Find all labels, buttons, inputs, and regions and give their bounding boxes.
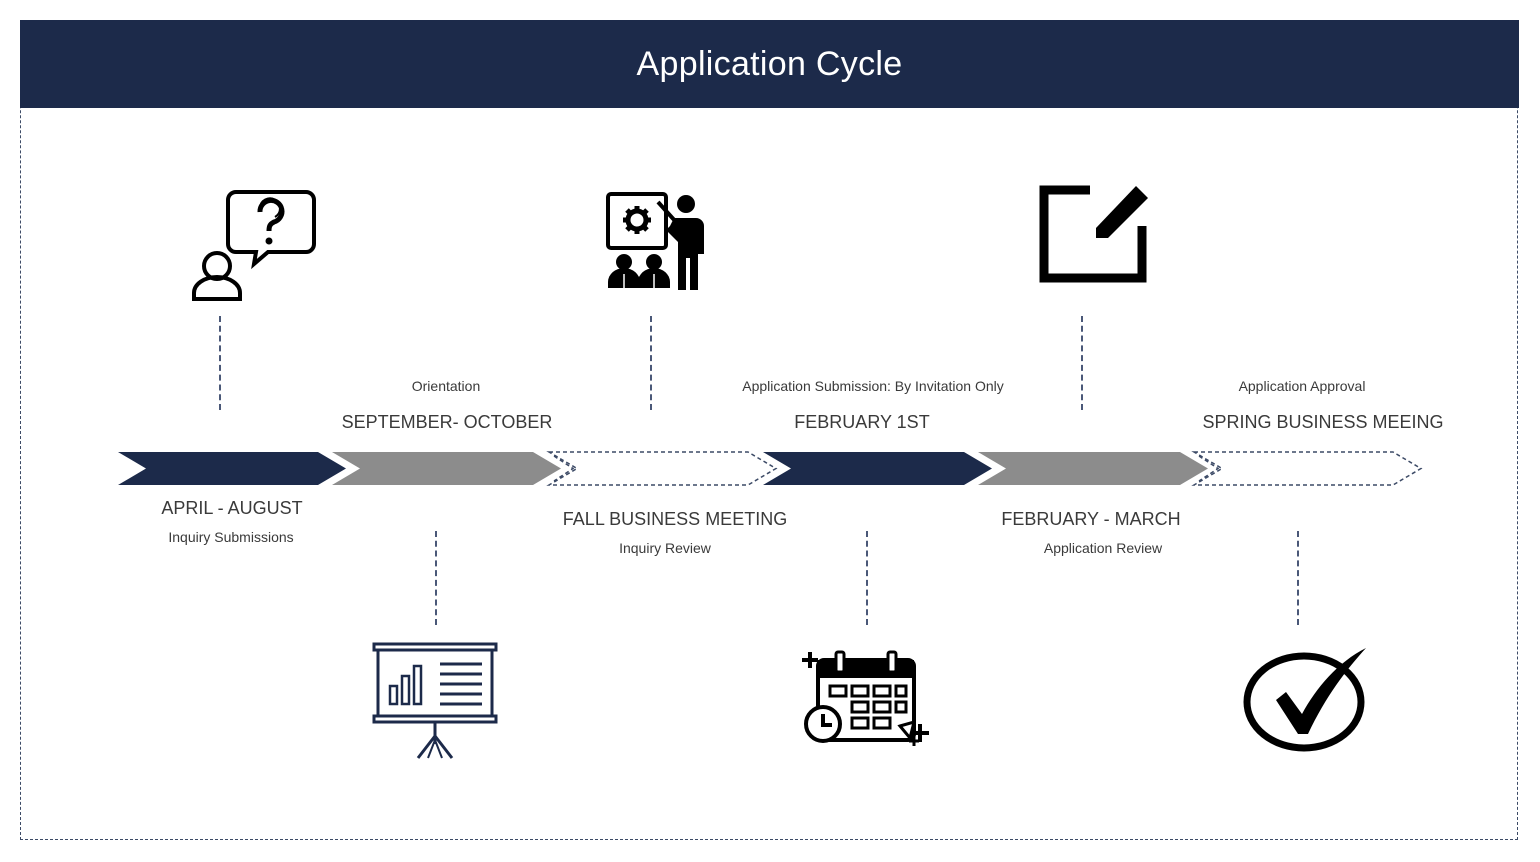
stage-1-date: APRIL - AUGUST — [161, 498, 303, 518]
checkmark-icon — [1243, 648, 1366, 752]
page-title: Application Cycle — [636, 44, 903, 83]
stage-4-date: FEBRUARY 1ST — [794, 412, 930, 432]
chevron-stage-4 — [763, 452, 992, 485]
connector-stage-4 — [866, 531, 868, 625]
chevron-stage-5 — [978, 452, 1208, 485]
stage-6-caption: Application Approval — [1238, 378, 1366, 394]
edit-note-icon — [1039, 185, 1148, 283]
connector-stage-6 — [1297, 531, 1299, 625]
chevron-stage-6 — [1191, 451, 1423, 486]
stage-2-caption: Orientation — [411, 378, 481, 394]
connector-stage-3 — [650, 316, 652, 410]
presentation-board-icon — [372, 642, 498, 759]
connector-stage-2 — [435, 531, 437, 625]
stage-5-caption: Application Review — [1043, 540, 1163, 556]
stage-5-date: FEBRUARY - MARCH — [1001, 509, 1181, 529]
title-bar: Application Cycle — [20, 20, 1519, 108]
chevron-stage-2 — [332, 452, 561, 485]
chevron-stage-3 — [546, 451, 778, 486]
presenter-audience-icon — [606, 192, 704, 290]
calendar-clock-icon — [802, 650, 929, 746]
stage-1-caption: Inquiry Submissions — [168, 529, 294, 545]
stage-2-date: SEPTEMBER- OCTOBER — [341, 412, 553, 432]
connector-stage-1 — [219, 316, 221, 410]
person-question-icon — [192, 190, 316, 301]
connector-stage-5 — [1081, 316, 1083, 410]
stage-6-date: SPRING BUSINESS MEEING — [1202, 412, 1444, 432]
stage-4-caption: Application Submission: By Invitation On… — [742, 378, 1004, 394]
stage-3-date: FALL BUSINESS MEETING — [562, 509, 788, 529]
stage-3-caption: Inquiry Review — [619, 540, 711, 556]
chevron-stage-1 — [118, 452, 346, 485]
